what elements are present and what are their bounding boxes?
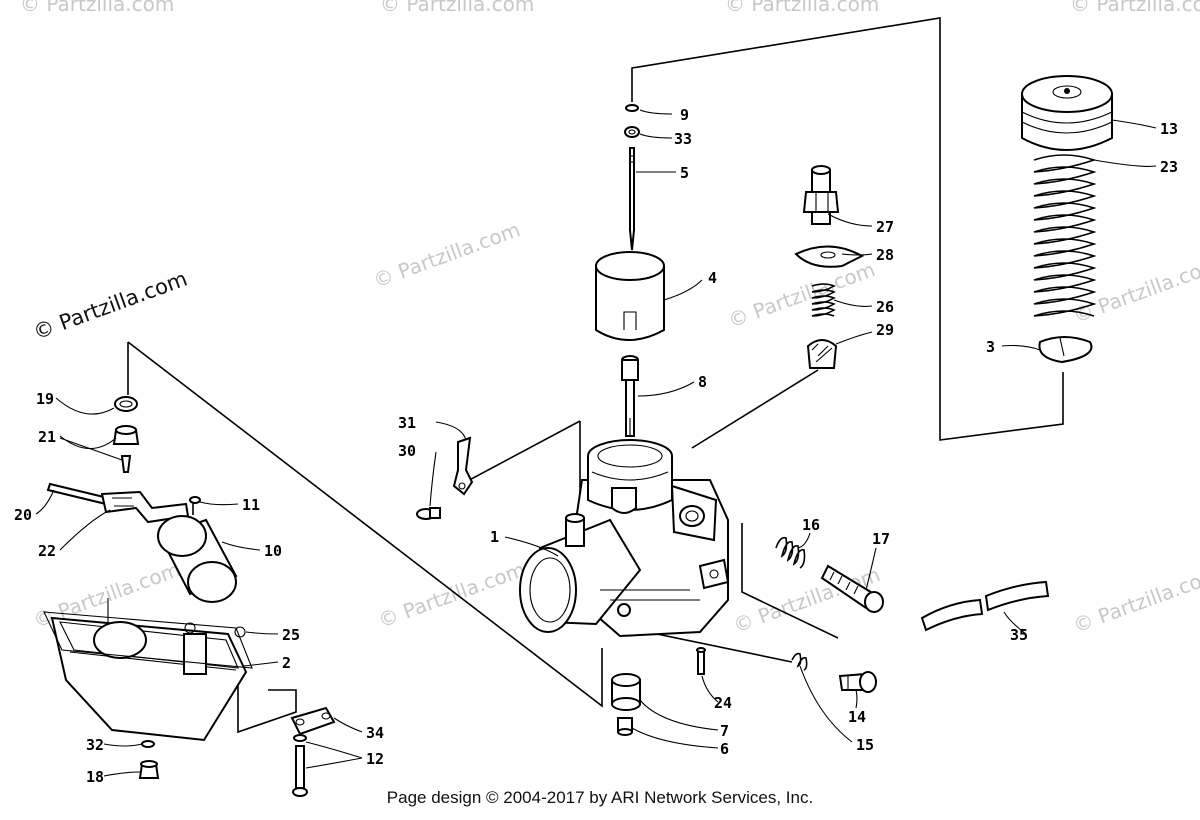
watermark-faint: © Partzilla.com (380, 0, 535, 16)
callout-22: 22 (38, 542, 56, 560)
callout-5: 5 (680, 164, 689, 182)
callout-23: 23 (1160, 158, 1178, 176)
callout-16: 16 (802, 516, 820, 534)
callout-17: 17 (872, 530, 890, 548)
part-26-spring (811, 283, 836, 317)
part-8-needle-jet (621, 355, 639, 437)
part-34-bracket (290, 706, 336, 736)
callout-32: 32 (86, 736, 104, 754)
part-10-float (157, 515, 238, 603)
callout-26: 26 (876, 298, 894, 316)
footer-copyright: Page design © 2004-2017 by ARI Network S… (386, 788, 814, 807)
callout-29: 29 (876, 321, 894, 339)
callout-33: 33 (674, 130, 692, 148)
callout-9: 9 (680, 106, 689, 124)
watermark-faint: © Partzilla.com (20, 0, 175, 16)
part-19-o-ring (114, 396, 138, 412)
callout-6: 6 (720, 740, 729, 758)
callout-30: 30 (398, 442, 416, 460)
part-11-float-pin-cap (189, 496, 201, 504)
part-5-jet-needle (629, 147, 635, 251)
part-32-drain-washer (141, 740, 155, 748)
part-35-vent-hose (920, 580, 1050, 632)
part-33-washer (624, 126, 640, 138)
callout-11: 11 (242, 496, 260, 514)
callout-1: 1 (490, 528, 499, 546)
watermark-faint: © Partzilla.com (725, 0, 880, 16)
callout-14: 14 (848, 708, 866, 726)
part-27-starter-plunger-nut (802, 165, 840, 225)
part-15-spring (791, 652, 808, 671)
part-28-plate (794, 245, 865, 268)
callout-10: 10 (264, 542, 282, 560)
part-23-spring (1033, 154, 1097, 317)
part-31-bracket (452, 436, 474, 496)
part-14-pilot-screw (838, 671, 877, 693)
callout-8: 8 (698, 373, 707, 391)
part-4-throttle-valve (595, 251, 665, 341)
part-2-float-bowl (50, 598, 248, 742)
callout-31: 31 (398, 414, 416, 432)
part-1-carburetor-body (519, 439, 730, 638)
part-30-screw (416, 507, 441, 520)
watermark-faint: © Partzilla.com (1070, 0, 1200, 16)
callout-18: 18 (86, 768, 104, 786)
callout-13: 13 (1160, 120, 1178, 138)
part-18-drain-plug (138, 760, 160, 779)
callout-34: 34 (366, 724, 384, 742)
callout-labels: 9 33 5 4 8 27 28 26 29 13 23 3 31 30 1 1… (14, 106, 1178, 786)
part-7-main-jet (611, 673, 641, 711)
callout-35: 35 (1010, 626, 1028, 644)
part-25-gasket (43, 611, 253, 669)
part-3-clip (1038, 336, 1093, 364)
callout-4: 4 (708, 269, 717, 287)
callout-28: 28 (876, 246, 894, 264)
part-21-needle-valve-seat (112, 425, 140, 473)
part-6-jet-holder (617, 717, 633, 736)
leader-lines (35, 109, 1157, 777)
part-16-spring (775, 536, 806, 569)
part-12-bowl-screw (292, 734, 308, 797)
callout-21: 21 (38, 428, 56, 446)
callout-2: 2 (282, 654, 291, 672)
callout-15: 15 (856, 736, 874, 754)
part-20-float-pin (46, 482, 110, 506)
part-17-throttle-stop-screw (820, 564, 884, 613)
part-24-pin (696, 647, 706, 675)
callout-20: 20 (14, 506, 32, 524)
part-29-plunger (806, 339, 838, 369)
callout-19: 19 (36, 390, 54, 408)
callout-25: 25 (282, 626, 300, 644)
callout-7: 7 (720, 722, 729, 740)
part-13-top-cap (1021, 75, 1113, 151)
callout-3: 3 (986, 338, 995, 356)
callout-24: 24 (714, 694, 732, 712)
callout-27: 27 (876, 218, 894, 236)
part-9-e-clip (625, 104, 639, 112)
callout-12: 12 (366, 750, 384, 768)
